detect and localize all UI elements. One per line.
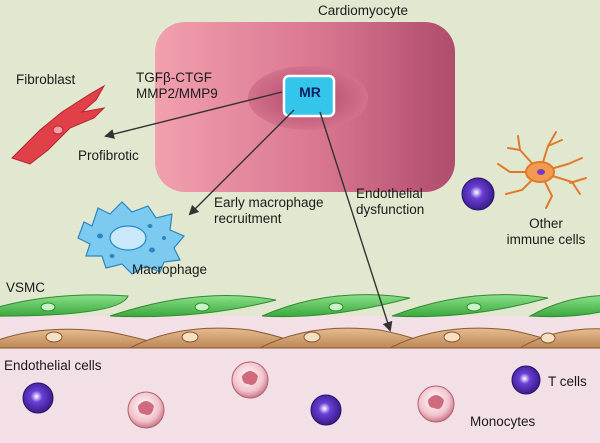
early-macrophage-line-2: recruitment xyxy=(214,211,282,226)
endothelial-dysfunction-line-1: Endothelial xyxy=(356,186,423,201)
mr-box xyxy=(282,74,336,118)
profibrotic-label: Profibrotic xyxy=(78,148,139,163)
fibroblast-label: Fibroblast xyxy=(16,72,76,87)
mediators-label: TGFβ-CTGF MMP2/MMP9 xyxy=(136,70,218,102)
fibroblast-cell xyxy=(11,84,106,165)
endothelial-dysfunction-label: Endothelial dysfunction xyxy=(356,186,424,218)
endothelial-cells-label: Endothelial cells xyxy=(4,358,102,373)
mediators-line-1: TGFβ-CTGF xyxy=(136,70,212,85)
cardiomyocyte-label: Cardiomyocyte xyxy=(318,3,409,18)
early-macrophage-line-1: Early macrophage xyxy=(214,195,324,210)
macrophage-label: Macrophage xyxy=(132,262,208,277)
arrow-to-fibroblast xyxy=(104,91,283,139)
t-cells-label: T cells xyxy=(548,374,587,389)
monocyte-3 xyxy=(417,385,455,423)
t-cell-upper xyxy=(461,177,495,211)
mediators-line-2: MMP2/MMP9 xyxy=(136,86,218,101)
t-cell-lumen-3 xyxy=(511,365,541,395)
t-cell-lumen-2 xyxy=(310,394,342,426)
endothelial-layer xyxy=(0,327,600,349)
dendritic-cell xyxy=(497,131,587,209)
vsmc-layer xyxy=(0,294,600,318)
other-immune-line-2: immune cells xyxy=(506,232,586,247)
endothelial-dysfunction-line-2: dysfunction xyxy=(356,202,425,217)
macrophage-cell xyxy=(77,201,185,275)
vsmc-label: VSMC xyxy=(6,280,46,295)
arrow-to-endothelium xyxy=(319,111,393,332)
monocyte-2 xyxy=(127,391,165,429)
mr-label: MR xyxy=(299,84,321,100)
other-immune-label: Other immune cells xyxy=(500,216,592,248)
t-cell-lumen-1 xyxy=(22,382,54,414)
early-macrophage-label: Early macrophage recruitment xyxy=(214,195,324,227)
arrow-to-macrophage xyxy=(188,109,295,216)
monocytes-label: Monocytes xyxy=(470,414,536,429)
monocyte-1 xyxy=(231,361,269,399)
other-immune-line-1: Other xyxy=(529,216,563,231)
